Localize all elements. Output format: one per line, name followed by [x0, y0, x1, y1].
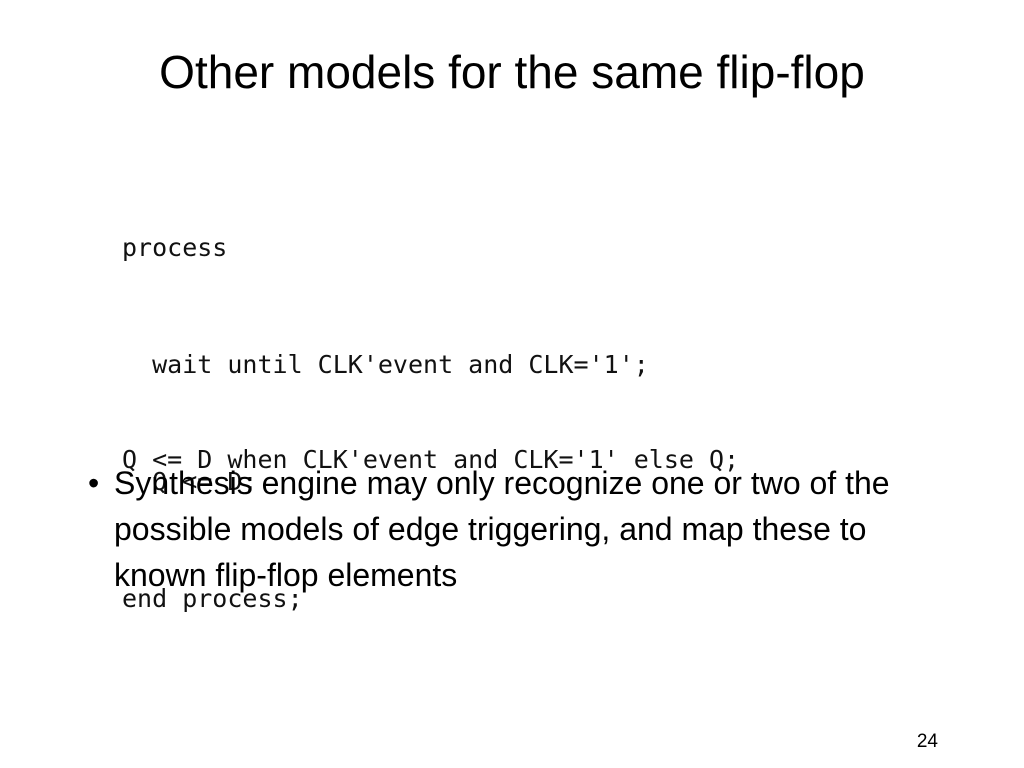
bullet-item: • Synthesis engine may only recognize on…: [88, 460, 948, 598]
code-line: Q <= D when CLK'event and CLK='1' else Q…: [122, 445, 740, 474]
code-line: wait until CLK'event and CLK='1';: [122, 350, 649, 379]
bullet-list: • Synthesis engine may only recognize on…: [88, 460, 948, 598]
bullet-icon: •: [88, 465, 100, 501]
code-block-conditional: Q <= D when CLK'event and CLK='1' else Q…: [122, 362, 739, 557]
code-line: end process;: [122, 584, 303, 613]
code-line: process: [122, 233, 228, 262]
code-line: Q <= D;: [122, 467, 258, 496]
page-number: 24: [916, 731, 938, 752]
code-block-process: process wait until CLK'event and CLK='1'…: [122, 150, 649, 696]
bullet-text: Synthesis engine may only recognize one …: [114, 465, 890, 593]
slide-title: Other models for the same flip-flop: [159, 46, 865, 98]
